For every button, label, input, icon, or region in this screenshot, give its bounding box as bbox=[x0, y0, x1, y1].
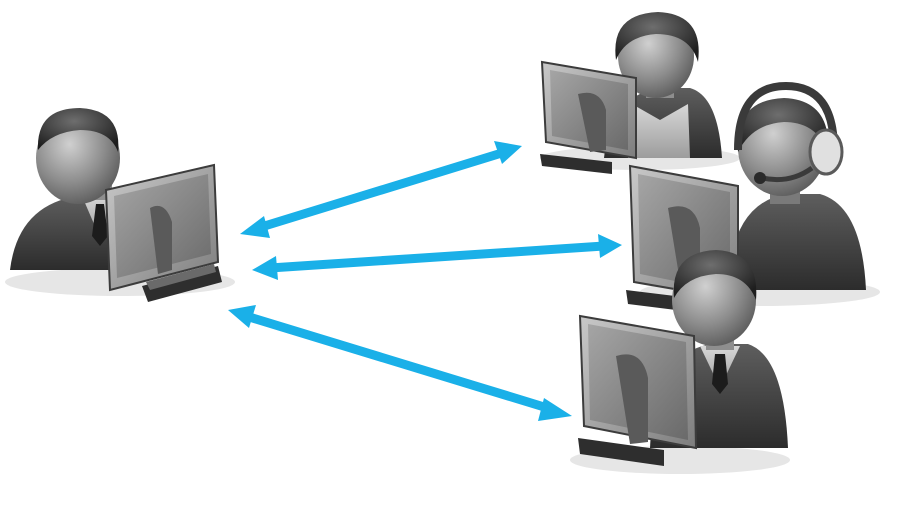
local-user-group bbox=[5, 108, 235, 302]
headset-icon bbox=[734, 81, 844, 184]
arrow-to-headset bbox=[252, 234, 622, 280]
person-icon bbox=[728, 98, 866, 290]
monitor-icon bbox=[578, 314, 698, 466]
person-icon bbox=[604, 12, 722, 158]
connection-arrows bbox=[228, 141, 622, 421]
monitor-icon bbox=[104, 163, 222, 302]
remote-user-man-group bbox=[570, 250, 790, 474]
remote-user-woman-group bbox=[540, 12, 740, 174]
arrow-to-woman bbox=[240, 141, 522, 238]
arrow-to-man bbox=[228, 305, 572, 421]
monitor-icon bbox=[540, 60, 637, 174]
